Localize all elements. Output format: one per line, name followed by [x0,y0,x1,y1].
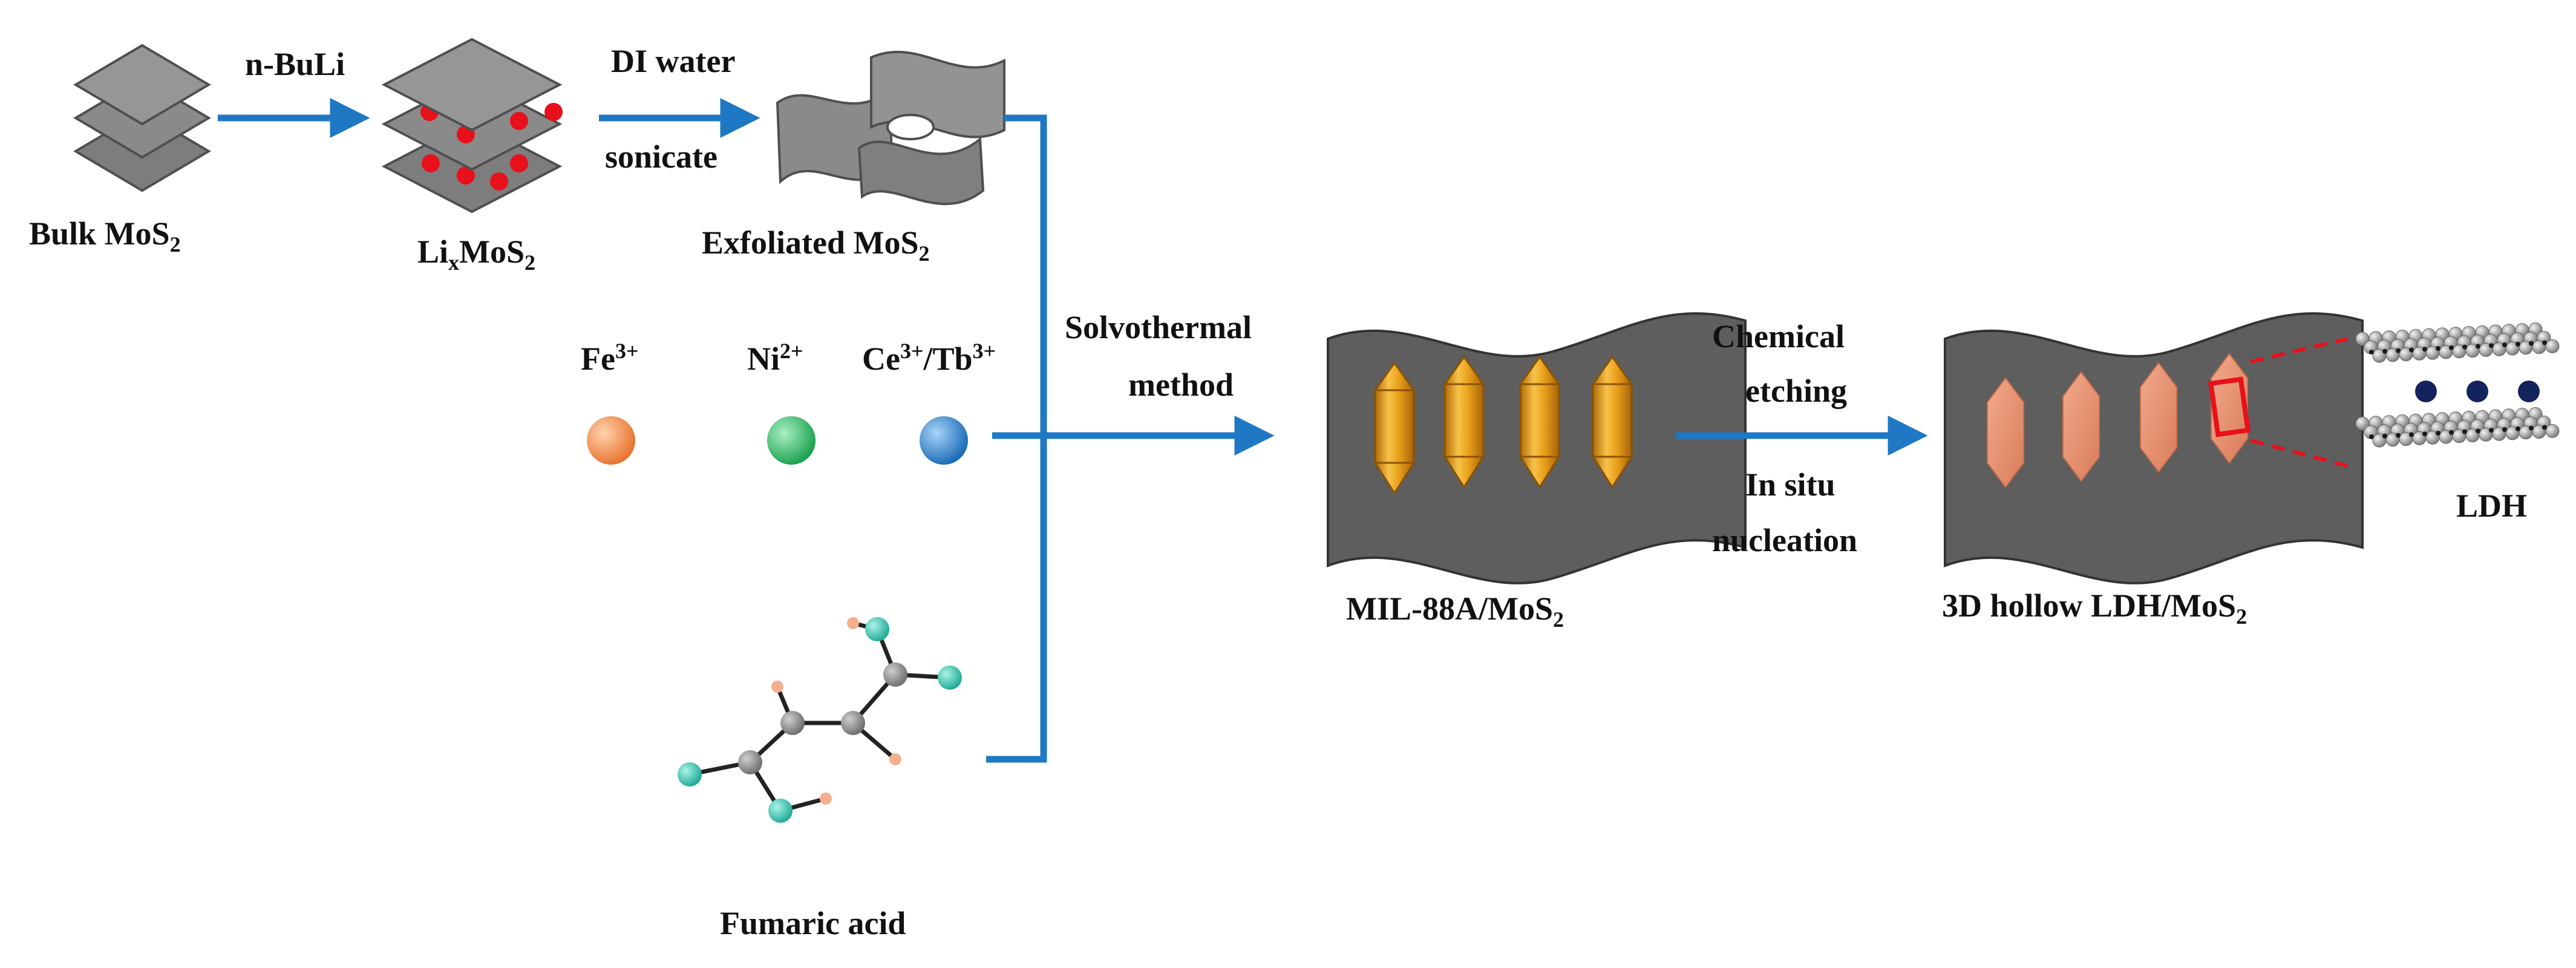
ldh-bottom-layer-icon [2355,407,2560,448]
label-ce-tb-ion: Ce3+/Tb3+ [862,339,996,377]
mil88a-crystals [1374,355,1633,495]
ni-ion-ball-icon [767,416,816,465]
label-ldh: LDH [2456,488,2528,524]
highlight-box [2208,376,2251,437]
label-ni-ion: Ni2+ [747,339,803,377]
label-bulk-mos2: Bulk MoS2 [29,215,181,257]
label-nucleation: nucleation [1712,522,1858,558]
label-fe-ion: Fe3+ [581,339,639,377]
ldh-interlayer-ions [2415,381,2540,402]
label-sonicate: sonicate [605,139,718,175]
zoom-line-bottom [2250,439,2348,468]
bulk-mos2-stack-icon [73,44,211,192]
zoom-line-top [2250,337,2348,364]
label-chemical: Chemical [1712,318,1845,355]
label-solvothermal: Solvothermal [1065,309,1252,345]
label-hollow-ldh-mos2: 3D hollow LDH/MoS2 [1942,587,2247,629]
label-etching: etching [1745,373,1847,409]
label-exfoliated-mos2: Exfoliated MoS2 [702,224,930,266]
label-lix-mos2: LixMoS2 [417,234,536,275]
label-method: method [1128,367,1234,403]
ldh-top-layer-icon [2355,322,2560,363]
label-nbuli: n-BuLi [245,46,345,82]
label-fumaric-acid: Fumaric acid [720,905,906,941]
label-di-water: DI water [611,43,736,79]
fumaric-acid-molecule-icon [689,621,950,813]
label-in-situ: In situ [1745,466,1836,503]
fe-ion-ball-icon [587,416,635,465]
exfoliated-mos2-sheets-icon [776,50,1005,206]
fumaric-acid-atoms [678,617,962,823]
lix-mos2-stack-icon [381,38,563,214]
label-mil88a-mos2: MIL-88A/MoS2 [1346,590,1564,632]
ce-tb-ion-ball-icon [920,416,968,465]
